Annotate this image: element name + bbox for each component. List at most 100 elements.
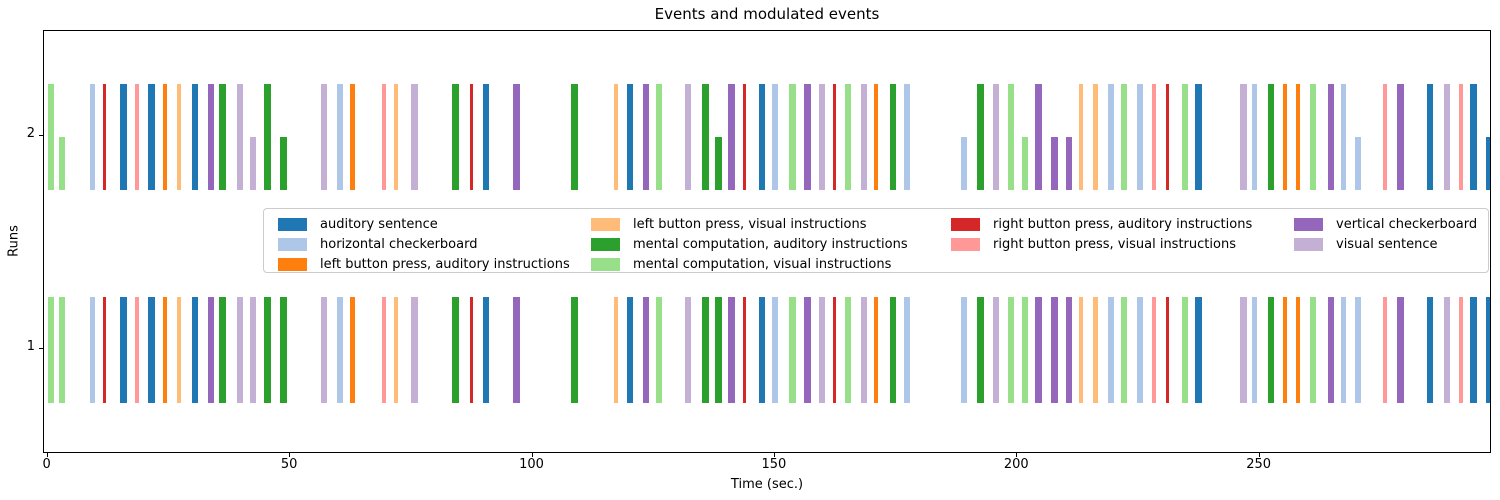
event-bar-run2-lba bbox=[1295, 84, 1300, 190]
event-bar-run1-mca bbox=[702, 297, 709, 403]
chart-title: Events and modulated events bbox=[654, 5, 880, 23]
event-bar-run2-vs bbox=[411, 84, 418, 190]
legend-label-hcb: horizontal checkerboard bbox=[320, 236, 478, 252]
event-bar-run2-hcb bbox=[1108, 84, 1114, 190]
event-bar-run1-rbv bbox=[1382, 297, 1387, 403]
x-tick-label: 50 bbox=[280, 457, 298, 472]
legend-swatch-lbv bbox=[591, 217, 620, 231]
event-bar-run1-mca bbox=[280, 297, 287, 403]
y-tick-label: 2 bbox=[26, 126, 35, 141]
event-bar-run1-rbv bbox=[382, 297, 387, 403]
event-bar-run1-hcb bbox=[1340, 297, 1347, 403]
event-bar-run2-vcb bbox=[513, 84, 520, 190]
event-bar-run2-vcb bbox=[1397, 84, 1405, 190]
event-bar-run2-as bbox=[1486, 137, 1490, 190]
event-bar-run2-mca bbox=[977, 84, 984, 190]
event-bar-run2-mca bbox=[280, 137, 287, 190]
x-tick-mark bbox=[531, 453, 533, 457]
event-bar-run2-as bbox=[148, 84, 155, 190]
event-bar-run1-vs bbox=[321, 297, 328, 403]
event-bar-run2-vs bbox=[818, 84, 825, 190]
y-axis-label: Runs bbox=[6, 225, 22, 257]
event-bar-run1-as bbox=[758, 297, 766, 403]
legend-swatch-vs bbox=[1294, 237, 1323, 251]
legend-label-rba: right button press, auditory instruction… bbox=[993, 216, 1253, 232]
event-bar-run2-lba bbox=[350, 84, 355, 190]
event-bar-run1-mcv bbox=[655, 297, 662, 403]
legend-item: visual sentence bbox=[1294, 234, 1477, 254]
event-bar-run1-lba bbox=[350, 297, 355, 403]
x-tick-label: 100 bbox=[519, 457, 544, 472]
event-bar-run1-vcb bbox=[513, 297, 520, 403]
event-bar-run1-hcb bbox=[1108, 297, 1114, 403]
event-bar-run2-lba bbox=[873, 84, 879, 190]
event-bar-run2-as bbox=[1426, 84, 1434, 190]
event-bar-run1-mca bbox=[977, 297, 984, 403]
legend-column: left button press, visual instructions me… bbox=[591, 214, 908, 274]
event-bar-run2-vs bbox=[684, 84, 692, 190]
event-bar-run1-mca bbox=[571, 297, 578, 403]
event-bar-run1-hcb bbox=[337, 297, 343, 403]
event-bar-run2-mca bbox=[571, 84, 578, 190]
event-bar-run2-hcb bbox=[904, 84, 910, 190]
event-bar-run2-vs bbox=[1240, 84, 1247, 190]
event-bar-run1-as bbox=[482, 297, 490, 403]
x-tick-mark bbox=[1258, 453, 1260, 457]
event-bar-run1-lba bbox=[1282, 297, 1287, 403]
event-bar-run2-rbv bbox=[1151, 84, 1156, 190]
legend-swatch-mca bbox=[591, 237, 620, 251]
legend-item: right button press, auditory instruction… bbox=[951, 214, 1252, 234]
event-bar-run2-mcv bbox=[844, 84, 851, 190]
event-bar-run2-rbv bbox=[1458, 84, 1463, 190]
event-bar-run1-vcb bbox=[207, 297, 215, 403]
x-tick-label: 200 bbox=[1003, 457, 1029, 472]
event-bar-run2-mca bbox=[452, 84, 459, 190]
event-bar-run1-vcb bbox=[1051, 297, 1058, 403]
x-tick-mark bbox=[289, 453, 291, 457]
x-tick-label: 250 bbox=[1246, 457, 1272, 472]
event-bar-run2-rba bbox=[742, 84, 747, 190]
x-tick-label: 0 bbox=[42, 457, 51, 472]
event-bar-run2-as bbox=[1195, 84, 1202, 190]
event-bar-run1-lbv bbox=[177, 297, 182, 403]
event-bar-run2-hcb bbox=[1355, 137, 1361, 190]
event-bar-run2-vcb bbox=[1327, 84, 1335, 190]
legend-label-lbv: left button press, visual instructions bbox=[633, 216, 867, 232]
x-tick-mark bbox=[773, 453, 775, 457]
event-bar-run2-as bbox=[1470, 84, 1477, 190]
event-bar-run2-mcv bbox=[1121, 84, 1128, 190]
event-bar-run2-as bbox=[191, 84, 199, 190]
event-bar-run2-mca bbox=[715, 137, 722, 190]
event-bar-run1-mcv bbox=[1007, 297, 1014, 403]
event-bar-run2-vs bbox=[249, 137, 257, 190]
event-bar-run2-mcv bbox=[1022, 137, 1029, 190]
event-bar-run1-as bbox=[1486, 297, 1490, 403]
event-bar-run1-mcv bbox=[1310, 297, 1317, 403]
event-bar-run1-hcb bbox=[1251, 297, 1258, 403]
event-bar-run1-rba bbox=[742, 297, 747, 403]
legend-swatch-hcb bbox=[278, 237, 307, 251]
event-bar-run2-mca bbox=[219, 84, 226, 190]
event-bar-run2-rba bbox=[833, 84, 837, 190]
event-bar-run1-vcb bbox=[1035, 297, 1042, 403]
event-bar-run1-hcb bbox=[961, 297, 967, 403]
event-bar-run2-mcv bbox=[1182, 84, 1189, 190]
legend-item: left button press, visual instructions bbox=[591, 214, 908, 234]
event-bar-run2-hcb bbox=[1137, 84, 1143, 190]
event-bar-run1-mcv bbox=[789, 297, 796, 403]
event-bar-run1-rba bbox=[103, 297, 107, 403]
x-tick-label: 150 bbox=[761, 457, 787, 472]
event-bar-run1-vcb bbox=[1397, 297, 1405, 403]
event-bar-run2-mcv bbox=[59, 137, 66, 190]
event-bar-run2-mca bbox=[264, 84, 271, 190]
y-tick-mark bbox=[39, 135, 43, 136]
event-bar-run2-vs bbox=[993, 84, 1000, 190]
legend-item: left button press, auditory instructions bbox=[278, 254, 570, 274]
legend-label-mca: mental computation, auditory instruction… bbox=[633, 236, 908, 252]
legend-item: horizontal checkerboard bbox=[278, 234, 570, 254]
x-axis-label: Time (sec.) bbox=[730, 477, 804, 492]
legend-label-vcb: vertical checkerboard bbox=[1336, 216, 1478, 232]
y-tick-label: 1 bbox=[26, 339, 35, 354]
